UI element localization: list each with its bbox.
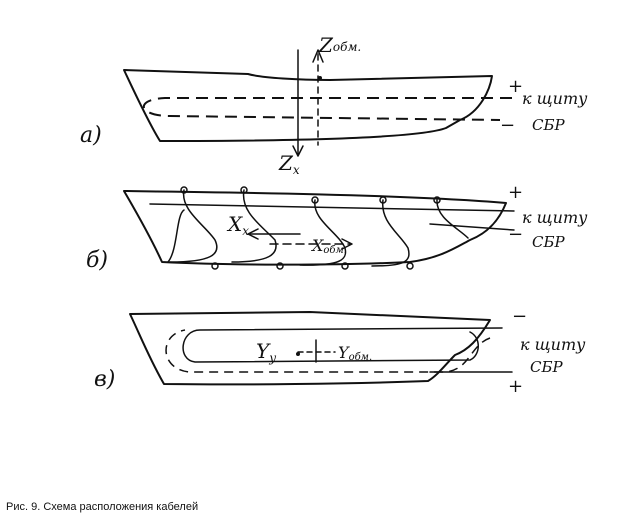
- panel-b-node-7: [276, 262, 284, 270]
- panel-b-hull-outline: [123, 190, 507, 266]
- panel-b-node-9: [406, 262, 414, 270]
- panel-a-axis-label-x: Zx: [278, 151, 300, 177]
- panel-b-node-2: [240, 186, 248, 194]
- panel-b-terminal-plus: +: [508, 182, 523, 203]
- panel-c-outer-loop: [165, 329, 491, 373]
- panel-b-supply-top: [149, 203, 515, 212]
- panel-c-inner-loop: [182, 327, 503, 363]
- panel-a: а) Zобм. Zx + − к щиту СБР: [80, 33, 588, 177]
- panel-b-axis-x-arrow: [247, 228, 259, 240]
- panel-c-axis-label-obm: Yобм.: [338, 343, 372, 363]
- panel-a-terminal-minus: −: [500, 115, 515, 136]
- panel-a-axis-label-obm: Zобм.: [318, 33, 361, 57]
- panel-a-label: а): [80, 123, 102, 148]
- panel-a-hull-outline: [123, 69, 493, 142]
- panel-c-axis-label-y: Yy: [256, 339, 276, 365]
- panel-b-supply-bottom: [429, 223, 515, 231]
- panel-b-axis-x-obm-arrow: [341, 238, 353, 250]
- panel-b-dest-to-panel: к щиту: [522, 208, 588, 227]
- panel-b-terminal-minus: −: [508, 224, 523, 245]
- panel-b-node-1: [180, 186, 188, 194]
- panel-c-terminal-minus: −: [512, 306, 527, 327]
- panel-a-winding-loop: [142, 97, 512, 121]
- panel-b-node-6: [211, 262, 219, 270]
- panel-b-node-5: [433, 196, 441, 204]
- panel-c: в) Yy Yобм. − + к щиту СБР: [94, 306, 586, 397]
- panel-b-node-4: [379, 196, 387, 204]
- panel-c-hull-outline: [129, 311, 491, 386]
- panel-a-axis-point: [318, 76, 322, 80]
- panel-b-dest-sbr: СБР: [532, 233, 566, 251]
- panel-a-terminal-plus: +: [508, 76, 523, 97]
- panel-b-label: б): [86, 248, 108, 273]
- panel-a-dest-sbr: СБР: [532, 116, 566, 134]
- panel-b-cable-riser: [167, 209, 185, 263]
- panel-b-axis-label-obm: Xобм.: [310, 236, 347, 256]
- panel-c-axis-point: [296, 352, 300, 356]
- panel-c-dest-sbr: СБР: [530, 358, 564, 376]
- panel-a-dest-to-panel: к щиту: [522, 89, 588, 108]
- panel-c-dest-to-panel: к щиту: [520, 335, 586, 354]
- panel-b-axis-label-x: Xx: [226, 212, 249, 238]
- panel-a-axis-z-down-arrow: [292, 145, 304, 157]
- figure-caption: Рис. 9. Схема расположения кабелей: [6, 501, 199, 513]
- panel-a-axis-z-obm-arrow: [312, 49, 324, 63]
- panel-b-node-8: [341, 262, 349, 270]
- panel-b: б) Xx Xобм. + − к щиту СБР: [86, 182, 588, 273]
- panel-b-node-3: [311, 196, 319, 204]
- panel-c-label: в): [94, 367, 115, 392]
- panel-c-terminal-plus: +: [508, 376, 523, 397]
